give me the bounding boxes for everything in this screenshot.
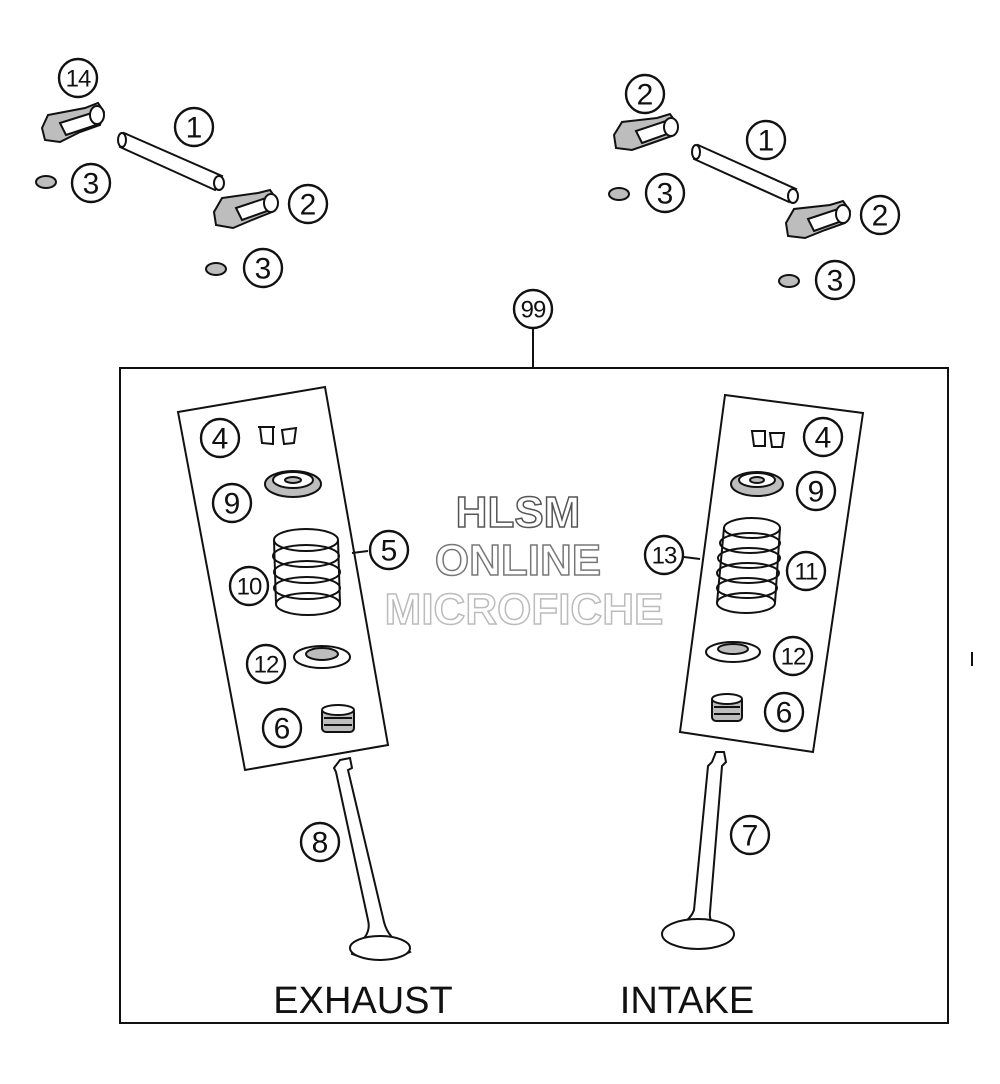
valve-spring-11 [716,517,781,614]
shim-3-b [205,262,227,276]
callout-label: 2 [300,189,317,222]
spring-retainer-9-left [264,470,322,498]
rocker-shaft-right [691,143,799,204]
callout-label: 3 [255,253,272,286]
callout-label: 4 [212,423,229,456]
callout-6-right: 6 [763,691,805,733]
shim-3-d [778,274,800,288]
callout-3-right-b: 3 [814,259,856,301]
callout-label: 2 [872,200,889,233]
rocker-arm-2-right-b [784,199,852,240]
callout-label: 7 [742,820,759,853]
callout-12-right: 12 [772,635,814,677]
rocker-arm-14 [40,101,106,144]
callout-label: 6 [776,697,793,730]
leader-13 [683,556,701,560]
callout-2-right-b: 2 [859,194,901,236]
callout-label: 3 [827,265,844,298]
callout-9-right: 9 [795,470,837,512]
spring-seat-12-right [705,641,761,663]
valve-seal-6-right [711,693,743,722]
callout-label: 3 [657,178,674,211]
valve-keeper-4-right [750,430,786,448]
rocker-group-right [608,112,852,288]
callout-4-left: 4 [199,417,241,459]
exhaust-label: EXHAUST [273,980,452,1022]
callout-3-right-a: 3 [644,172,686,214]
watermark-line3: MICROFICHE [385,585,664,634]
valve-spring-10 [272,528,341,616]
callout-8: 8 [299,821,341,863]
callout-7: 7 [729,814,771,856]
callout-label: 4 [815,422,832,455]
callout-1-left: 1 [173,106,215,148]
callout-label: 99 [521,297,546,324]
callout-3-left-b: 3 [242,247,284,289]
spring-retainer-9-right [730,471,784,497]
callout-label: 9 [224,488,241,521]
callout-label: 14 [66,66,91,93]
kit-panel-5 [176,385,390,772]
callout-5: 5 [368,529,410,571]
callout-label: 9 [808,476,825,509]
callout-2-right-a: 2 [624,73,666,115]
callout-label: 3 [83,168,100,201]
kit-panel-13 [678,393,865,754]
watermark-line1: HLSM [456,488,581,537]
callout-3-left-a: 3 [70,162,112,204]
callout-label: 6 [274,713,291,746]
watermark-line2: ONLINE [435,536,601,585]
callout-label: 2 [637,79,654,112]
kit-box-99 [119,367,949,1024]
shim-3-c [608,187,630,201]
callout-label: 5 [381,535,398,568]
callout-99: 99 [512,288,554,330]
valve-seal-6-left [321,704,355,733]
rocker-arm-2-left [212,188,279,230]
callout-2-left: 2 [287,183,329,225]
callout-label: 10 [237,574,262,601]
rocker-shaft-left [117,131,225,192]
callout-label: 1 [758,125,775,158]
callout-9-left: 9 [211,482,253,524]
callout-4-right: 4 [802,416,844,458]
callout-label: 8 [312,827,329,860]
shim-3-a [35,175,57,189]
callout-1-right: 1 [745,119,787,161]
rocker-group-left [35,101,279,276]
callout-label: 13 [652,543,677,570]
rocker-arm-2-right-a [612,112,679,152]
callout-14: 14 [57,57,99,99]
spring-seat-12-left [293,645,351,669]
callout-10: 10 [228,565,270,607]
intake-valve-7 [661,751,735,950]
exhaust-valve-8 [332,756,412,961]
callout-label: 1 [186,112,203,145]
callout-label: 12 [781,644,806,671]
leader-5 [351,550,369,554]
intake-label: INTAKE [620,980,754,1022]
valve-keeper-4-left [258,426,298,446]
watermark: HLSM ONLINE MICROFICHE [384,487,664,635]
callout-11: 11 [785,550,827,592]
callout-label: 12 [254,652,279,679]
callout-12-left: 12 [245,643,287,685]
callout-6-left: 6 [261,707,303,749]
callout-13: 13 [643,534,685,576]
callout-label: 11 [795,559,819,586]
